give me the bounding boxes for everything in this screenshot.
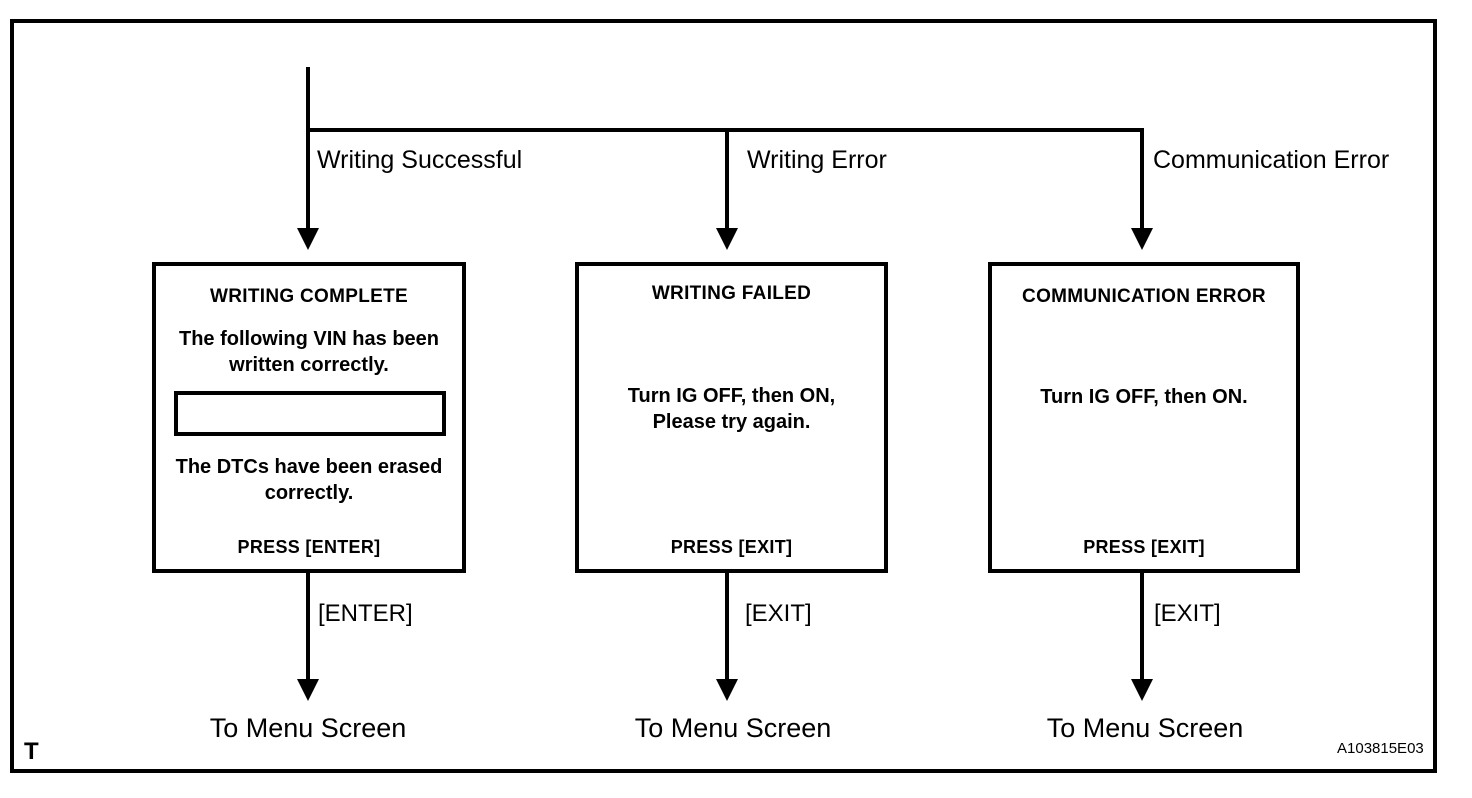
connector-exit-1: [306, 573, 310, 683]
screen-title-communication-error: COMMUNICATION ERROR: [1022, 286, 1266, 307]
screen-body-line-3: The DTCs have been erased: [175, 456, 443, 478]
terminal-to-menu-screen-2: To Menu Screen: [634, 713, 832, 743]
connector-exit-2: [725, 573, 729, 683]
connector-main-stem: [306, 67, 310, 130]
screen-communication-error: COMMUNICATION ERROR Turn IG OFF, then ON…: [988, 262, 1300, 573]
key-label-enter: [ENTER]: [318, 600, 413, 627]
screen-title-writing-complete: WRITING COMPLETE: [210, 286, 408, 307]
screen-writing-failed: WRITING FAILED Turn IG OFF, then ON, Ple…: [575, 262, 888, 573]
vin-value-field[interactable]: [174, 391, 446, 436]
screen-body-line-1: Turn IG OFF, then ON,: [627, 385, 836, 407]
diagram-outer-frame: [10, 19, 1437, 773]
connector-branch-3: [1140, 128, 1144, 233]
key-label-exit-2: [EXIT]: [745, 600, 812, 627]
connector-branch-1: [306, 128, 310, 233]
arrowhead-branch-1: [297, 228, 319, 250]
branch-label-communication-error: Communication Error: [1153, 146, 1390, 174]
screen-body-vin-confirmation: The following VIN has been written corre…: [164, 326, 454, 378]
terminal-to-menu-screen-1: To Menu Screen: [209, 713, 407, 743]
branch-label-writing-error: Writing Error: [747, 146, 887, 174]
screen-body-line-2: Please try again.: [652, 411, 811, 433]
screen-body-dtc-confirmation: The DTCs have been erased correctly.: [164, 454, 454, 506]
branch-label-writing-successful: Writing Successful: [317, 146, 523, 174]
screen-title-writing-failed: WRITING FAILED: [651, 283, 812, 304]
screen-body-line-1: The following VIN has been: [178, 328, 440, 350]
screen-body-line-2: written correctly.: [229, 354, 389, 376]
connector-exit-3: [1140, 573, 1144, 683]
figure-code: A103815E03: [1337, 740, 1424, 757]
terminal-to-menu-screen-3: To Menu Screen: [1046, 713, 1244, 743]
screen-footer-press-enter: PRESS [ENTER]: [237, 537, 381, 557]
arrowhead-branch-3: [1131, 228, 1153, 250]
connector-branch-2: [725, 128, 729, 233]
corner-mark-t: T: [24, 738, 39, 765]
arrowhead-exit-2: [716, 679, 738, 701]
screen-body-ig-cycle-instruction: Turn IG OFF, then ON.: [1000, 384, 1288, 410]
arrowhead-exit-1: [297, 679, 319, 701]
screen-body-line-1: Turn IG OFF, then ON.: [1040, 386, 1248, 408]
screen-body-retry-instruction: Turn IG OFF, then ON, Please try again.: [587, 383, 876, 435]
screen-writing-complete: WRITING COMPLETE The following VIN has b…: [152, 262, 466, 573]
screen-footer-press-exit: PRESS [EXIT]: [670, 537, 793, 557]
arrowhead-branch-2: [716, 228, 738, 250]
screen-footer-press-exit: PRESS [EXIT]: [1083, 537, 1205, 557]
screen-body-line-4: correctly.: [264, 482, 354, 504]
arrowhead-exit-3: [1131, 679, 1153, 701]
key-label-exit-3: [EXIT]: [1154, 600, 1221, 627]
